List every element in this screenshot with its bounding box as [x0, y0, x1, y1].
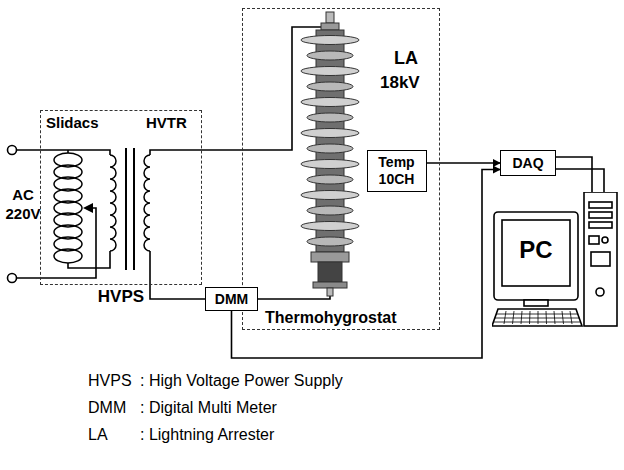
input-terminal	[8, 146, 17, 155]
signal-connector	[427, 162, 501, 164]
box-label: DMM	[215, 291, 248, 307]
legend-abbrev: DMM	[88, 399, 126, 417]
box-label: DAQ	[512, 155, 543, 171]
screen-label: PC	[502, 236, 570, 264]
legend-meaning: : Digital Multi Meter	[140, 399, 277, 417]
dmm-box: DMM	[205, 287, 258, 311]
lightning-arrester	[301, 12, 359, 296]
daq-box: DAQ	[500, 150, 556, 176]
temp-logger-box: Temp 10CH	[367, 150, 427, 192]
wire	[150, 27, 322, 155]
box-label: Temp 10CH	[370, 154, 424, 186]
component-label: Slidacs	[46, 114, 99, 131]
signal-connector	[556, 157, 604, 192]
transformer-core	[126, 148, 134, 270]
slider-arrow	[83, 203, 93, 213]
legend-meaning: : High Voltage Power Supply	[140, 372, 343, 390]
pc-computer: PC	[492, 192, 620, 330]
rating-label: 18kV	[380, 73, 420, 93]
computer-drawing	[492, 192, 620, 330]
legend-abbrev: HVPS	[88, 372, 132, 390]
wire	[68, 251, 110, 268]
coil-windings	[54, 153, 150, 263]
enclosure-heading: Thermohygrostat	[265, 309, 397, 327]
enclosure-heading: HVPS	[41, 287, 201, 307]
supply-label: AC 220V	[0, 186, 46, 224]
component-label: LA	[394, 48, 418, 69]
wire	[258, 296, 330, 299]
input-terminal	[8, 274, 17, 283]
hvps-enclosure: HVPS	[40, 110, 202, 285]
legend-meaning: : Lightning Arrester	[140, 426, 274, 444]
wire	[150, 251, 205, 299]
wire	[17, 150, 111, 155]
legend-abbrev: LA	[88, 426, 108, 444]
component-label: HVTR	[146, 114, 187, 131]
